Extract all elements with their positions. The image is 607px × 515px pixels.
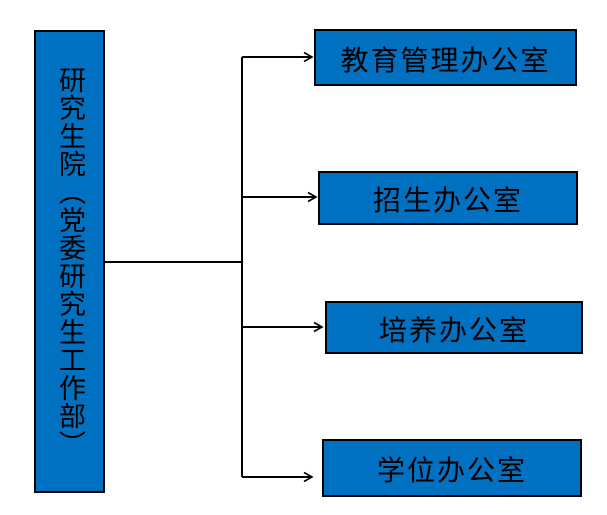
org-child-label: 招生办公室: [372, 185, 523, 216]
org-root-label: 研究生院（党委研究生工作部）: [55, 65, 85, 458]
org-child-label: 教育管理办公室: [340, 44, 551, 76]
org-child-box-admissions: 招生办公室: [318, 171, 578, 225]
org-child-box-education-management: 教育管理办公室: [314, 29, 577, 86]
org-child-box-degree: 学位办公室: [322, 439, 582, 497]
org-child-label: 培养办公室: [378, 314, 529, 346]
org-child-box-training: 培养办公室: [325, 301, 583, 354]
org-child-label: 学位办公室: [376, 455, 527, 486]
org-root-box: 研究生院（党委研究生工作部）: [34, 30, 105, 493]
